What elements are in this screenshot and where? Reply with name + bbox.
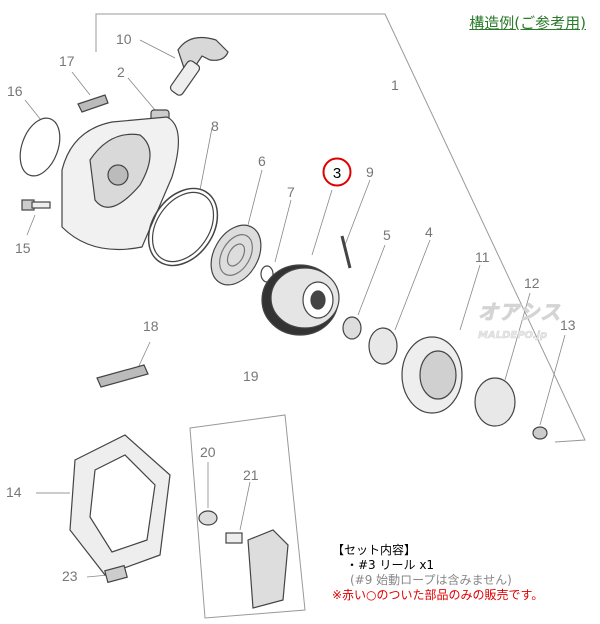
set-contents-sub: (#9 始動ロープは含みません) xyxy=(350,573,512,587)
callout-11: 11 xyxy=(475,249,490,265)
callout-18: 18 xyxy=(143,318,159,334)
page-title: 構造例(ご参考用) xyxy=(469,14,586,32)
part-1-housing xyxy=(61,116,180,251)
set-contents-item: ・#3 リール x1 xyxy=(346,558,435,572)
bracket-lines xyxy=(36,13,586,619)
callout-21: 21 xyxy=(243,467,259,483)
callout-9: 9 xyxy=(366,164,374,180)
callout-7: 7 xyxy=(287,184,295,200)
part-19-body xyxy=(247,529,289,609)
callout-15: 15 xyxy=(15,240,31,256)
callout-19: 19 xyxy=(243,368,259,384)
callout-14: 14 xyxy=(6,484,22,500)
highlight-circle xyxy=(322,157,352,187)
part-16 xyxy=(19,117,61,177)
watermark-logo: オアシス xyxy=(477,300,562,325)
callout-2: 2 xyxy=(117,64,125,80)
callout-23: 23 xyxy=(62,568,78,584)
part-14 xyxy=(69,434,171,576)
part-9 xyxy=(340,235,352,269)
part-6 xyxy=(210,224,262,286)
callout-4: 4 xyxy=(425,224,433,240)
bracket-1 xyxy=(95,13,586,443)
leader-lines xyxy=(24,39,566,578)
part-18 xyxy=(96,364,149,388)
part-4 xyxy=(368,327,398,365)
callout-13: 13 xyxy=(560,317,576,333)
callout-17: 17 xyxy=(59,53,75,69)
sale-warning: ※赤い○のついた部品のみの販売です。 xyxy=(332,588,544,602)
part-21 xyxy=(225,532,243,544)
callout-3: 3 xyxy=(333,165,341,182)
callout-1: 1 xyxy=(391,77,399,93)
callout-10: 10 xyxy=(116,31,132,47)
part-3-reel xyxy=(261,264,340,336)
part-8-inner xyxy=(151,191,215,263)
part-23 xyxy=(104,564,128,584)
part-20 xyxy=(198,510,218,526)
part-13 xyxy=(532,426,548,440)
parts xyxy=(19,37,548,609)
set-contents-heading: 【セット内容】 xyxy=(332,543,417,557)
callout-6: 6 xyxy=(258,153,266,169)
callout-20: 20 xyxy=(200,444,216,460)
bracket-19 xyxy=(189,414,306,619)
callout-16: 16 xyxy=(7,83,23,99)
part-8 xyxy=(147,187,219,267)
part-15 xyxy=(21,199,51,211)
callout-12: 12 xyxy=(524,275,540,291)
callout-5: 5 xyxy=(383,227,391,243)
part-17 xyxy=(77,94,109,113)
set-contents-note: 【セット内容】 ・#3 リール x1 (#9 始動ロープは含みません) ※赤い○… xyxy=(332,543,543,603)
part-labels: 1 2 3 4 5 6 7 8 9 10 11 12 13 14 15 16 1… xyxy=(6,31,576,584)
part-12 xyxy=(474,377,516,427)
callout-8: 8 xyxy=(211,118,219,134)
watermark-site: MALDEPO.jp xyxy=(478,330,548,342)
part-11-inner xyxy=(419,350,457,400)
part-5 xyxy=(342,316,362,340)
part-10 xyxy=(169,37,229,96)
